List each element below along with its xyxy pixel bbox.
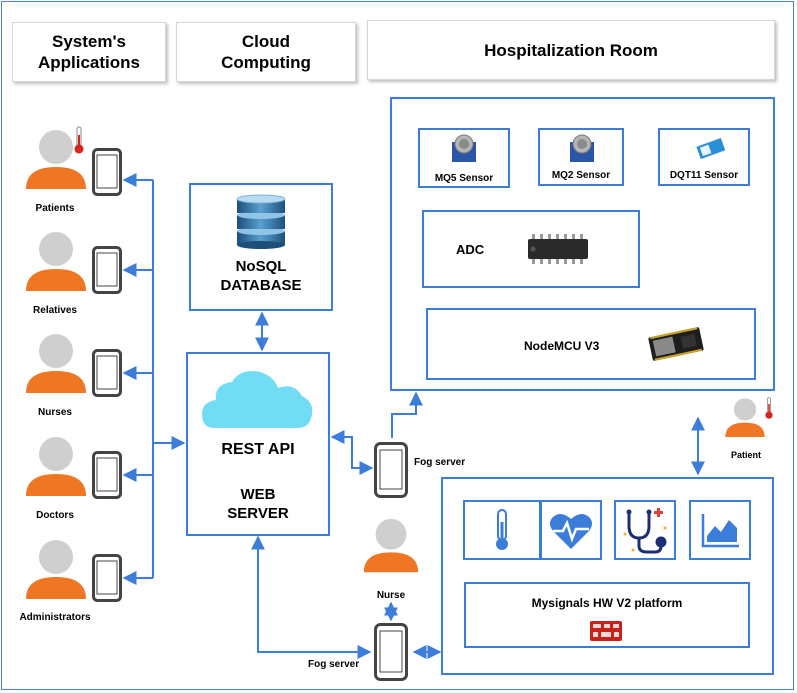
mysignals-platform-box: Mysignals HW V2 platform [464,582,750,648]
nodemcu-label: NodeMCU V3 [524,339,600,353]
temperature-sensor-box [463,500,541,560]
cloud-icon [202,371,313,428]
person-icon [26,232,86,291]
person-icon [26,130,86,189]
stethoscope-sensor-box [614,500,676,560]
heart-rate-sensor-box [540,500,602,560]
dqt11-sensor-label: DQT11 Sensor [669,170,739,181]
line-chart-icon [701,514,739,548]
fog-server-label-bottom: Fog server [308,659,360,670]
header-hospitalization-room: Hospitalization Room [367,20,775,80]
mysignals-label: Mysignals HW V2 platform [531,596,683,610]
web-label-line2: SERVER [227,505,289,522]
person-icon [26,437,86,496]
nodemcu-board-icon [648,327,704,361]
fog-server-phone-icon [374,442,408,498]
phone-icon [92,246,122,294]
mq2-sensor-label: MQ2 Sensor [551,170,611,181]
person-icon [26,334,86,393]
dqt11-sensor-box: DQT11 Sensor [658,128,750,186]
thermometer-icon [765,397,773,419]
phone-icon [92,451,122,499]
gas-sensor-icon [570,134,594,162]
mq5-sensor-label: MQ5 Sensor [434,173,494,184]
mysignals-board-icon [590,621,622,641]
user-label-administrators: Administrators [19,612,91,623]
mq5-sensor-box: MQ5 Sensor [418,128,510,188]
stethoscope-icon [623,508,667,554]
nurse-label: Nurse [376,590,406,601]
humidity-sensor-icon [696,137,726,160]
db-label-database: DATABASE [220,277,302,294]
fog-server-phone-icon [374,623,408,681]
heart-rate-icon [550,513,592,549]
database-icon [236,194,286,249]
header-cloud-computing: Cloud Computing [176,22,356,82]
person-icon [26,540,86,599]
db-label-nosql: NoSQL [235,258,287,275]
thermometer-icon [74,126,84,154]
web-server-box: REST API WEB SERVER [186,352,330,536]
nodemcu-box: NodeMCU V3 [426,308,756,380]
phone-icon [92,349,122,397]
user-label-relatives: Relatives [33,305,77,316]
gas-sensor-icon [452,134,476,162]
rest-api-label: REST API [221,441,295,458]
phone-icon [92,554,122,602]
header-systems-applications: System's Applications [12,22,166,82]
mq2-sensor-box: MQ2 Sensor [538,128,624,186]
thermometer-icon [496,509,508,550]
phone-icon [92,148,122,196]
user-label-nurses: Nurses [38,407,72,418]
adc-label: ADC [456,242,485,257]
user-label-patients: Patients [35,203,75,214]
adc-chip-icon [528,234,588,264]
nosql-database-box: NoSQL DATABASE [189,183,333,311]
chart-sensor-box [689,500,751,560]
patient-person-icon [725,398,765,438]
nurse-person-icon [363,518,419,573]
user-label-doctors: Doctors [36,510,74,521]
web-label-line1: WEB [240,486,276,503]
fog-server-label-top: Fog server [414,457,466,468]
patient-label: Patient [730,450,761,460]
adc-box: ADC [422,210,640,288]
